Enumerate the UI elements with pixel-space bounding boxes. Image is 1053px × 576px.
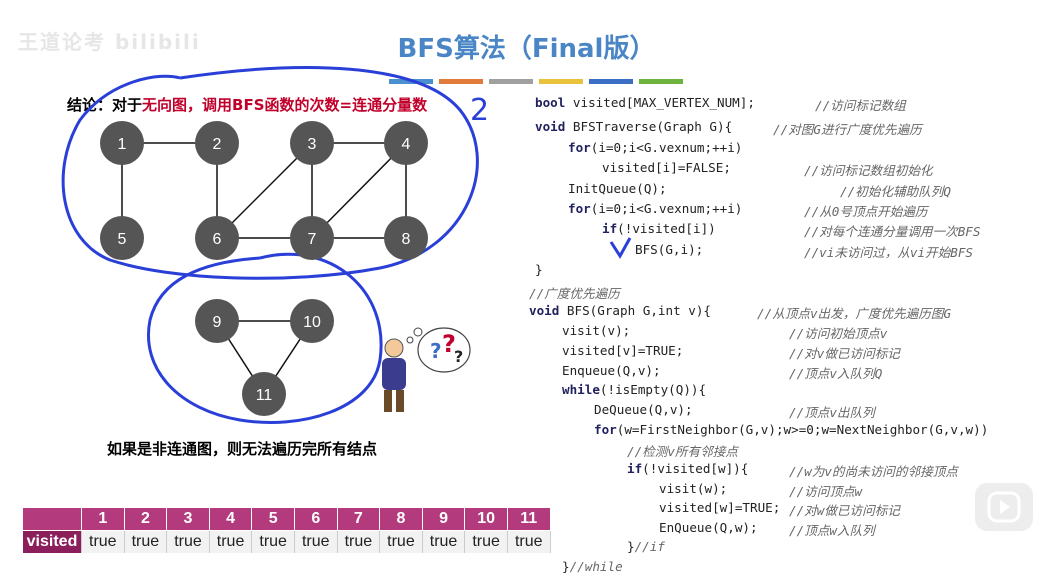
svg-text:4: 4	[402, 136, 411, 153]
table-index: 11	[506, 507, 551, 531]
code-line: visited[w]=TRUE;//对w做已访问标记	[659, 500, 900, 518]
conclusion-highlight: 无向图，调用BFS函数的次数=连通分量数	[142, 96, 428, 114]
code-line: //广度优先遍历	[529, 286, 620, 301]
code-line: while(!isEmpty(Q)){	[562, 382, 707, 397]
table-cell: true	[421, 530, 466, 554]
note-text: 如果是非连通图，则无法遍历完所有结点	[107, 440, 378, 458]
graph-node: 7	[290, 216, 334, 260]
table-index: 9	[421, 507, 466, 531]
code-line: EnQueue(Q,w);//顶点w入队列	[659, 520, 875, 538]
slide-title: BFS算法（Final版）	[397, 34, 656, 64]
color-swatch	[539, 79, 583, 84]
graph-node: 8	[384, 216, 428, 260]
connected-component-circle-1	[61, 66, 479, 280]
code-line: void BFSTraverse(Graph G){//对图G进行广度优先遍历	[535, 119, 922, 137]
svg-text:9: 9	[213, 314, 222, 331]
code-line: for(i=0;i<G.vexnum;++i)//从0号顶点开始遍历	[568, 201, 928, 219]
svg-text:?: ?	[430, 339, 442, 363]
visited-table: 1 2 3 4 5 6 7 8 9 10 11 visited true tru…	[22, 507, 551, 554]
table-cell: true	[81, 530, 125, 554]
table-cell: true	[208, 530, 253, 554]
code-line: //检测v所有邻接点	[627, 444, 738, 459]
color-swatch	[589, 79, 633, 84]
svg-text:5: 5	[118, 231, 127, 248]
svg-text:?: ?	[442, 330, 456, 358]
graph-edges	[121, 142, 407, 395]
code-line: InitQueue(Q);//初始化辅助队列Q	[568, 181, 951, 199]
table-index: 1	[81, 507, 125, 531]
graph-node: 5	[100, 216, 144, 260]
graph-node: 6	[195, 216, 239, 260]
table-index: 7	[336, 507, 381, 531]
table-index: 5	[251, 507, 295, 531]
table-cell: true	[166, 530, 210, 554]
code-line: BFS(G,i);//vi未访问过，从vi开始BFS	[635, 242, 973, 260]
code-line: visit(w);//访问顶点w	[659, 481, 863, 499]
table-header-row: 1 2 3 4 5 6 7 8 9 10 11	[22, 507, 551, 531]
code-line: void BFS(Graph G,int v){//从顶点v出发，广度优先遍历图…	[529, 303, 952, 321]
table-index: 6	[293, 507, 338, 531]
code-line: for(w=FirstNeighbor(G,v);w>=0;w=NextNeig…	[594, 422, 989, 437]
table-cell: true	[464, 530, 508, 554]
code-line: bool visited[MAX_VERTEX_NUM];//访问标记数组	[535, 95, 906, 113]
code-line: }	[535, 262, 543, 277]
handwritten-annotation: 2	[470, 93, 489, 128]
svg-text:3: 3	[308, 136, 317, 153]
table-row-label: visited	[22, 530, 82, 554]
conclusion-prefix: 结论：对于	[67, 96, 143, 114]
graph-node: 4	[384, 121, 428, 165]
table-cell: true	[123, 530, 168, 554]
play-icon	[987, 491, 1021, 523]
code-line: visit(v);//访问初始顶点v	[562, 323, 888, 341]
color-swatch	[439, 79, 483, 84]
code-line: }//if	[627, 539, 665, 554]
table-index: 10	[464, 507, 508, 531]
graph-node: 11	[242, 372, 286, 416]
code-line: if(!visited[i])//对每个连通分量调用一次BFS	[602, 221, 981, 239]
table-cell: true	[336, 530, 381, 554]
graph-node: 10	[290, 299, 334, 343]
table-cell: true	[293, 530, 338, 554]
watermark: 王道论考 bilibili	[18, 30, 201, 54]
graph-node: 2	[195, 121, 239, 165]
svg-text:11: 11	[256, 387, 273, 404]
play-button[interactable]	[975, 483, 1033, 531]
table-cell: true	[251, 530, 295, 554]
svg-text:8: 8	[402, 231, 411, 248]
table-index: 3	[166, 507, 210, 531]
table-corner	[22, 507, 82, 531]
table-index: 2	[123, 507, 168, 531]
svg-text:6: 6	[213, 231, 222, 248]
table-cell: true	[506, 530, 551, 554]
connected-component-circle-2	[147, 252, 383, 424]
code-line: if(!visited[w]){//w为v的尚未访问的邻接顶点	[627, 461, 958, 479]
table-index: 4	[208, 507, 253, 531]
color-swatch	[639, 79, 683, 84]
code-line: for(i=0;i<G.vexnum;++i)	[568, 140, 743, 155]
checkmark-icon	[609, 237, 632, 259]
graph-node: 3	[290, 121, 334, 165]
graph-node: 1	[100, 121, 144, 165]
code-line: Enqueue(Q,v);//顶点v入队列Q	[562, 363, 883, 381]
table-index: 8	[379, 507, 423, 531]
table-cell: true	[379, 530, 423, 554]
svg-text:?: ?	[454, 347, 463, 366]
code-line: DeQueue(Q,v);//顶点v出队列	[594, 402, 875, 420]
code-line: }//while	[562, 559, 623, 574]
graph-node: 9	[195, 299, 239, 343]
code-line: visited[i]=FALSE;//访问标记数组初始化	[602, 160, 933, 178]
confused-person-illustration: ? ? ?	[382, 327, 471, 412]
svg-text:10: 10	[303, 314, 321, 331]
svg-text:2: 2	[213, 136, 222, 153]
table-values-row: visited true true true true true true tr…	[22, 530, 551, 554]
svg-text:1: 1	[118, 136, 127, 153]
code-line: visited[v]=TRUE;//对v做已访问标记	[562, 343, 900, 361]
color-swatch	[489, 79, 533, 84]
conclusion-text: 结论：对于无向图，调用BFS函数的次数=连通分量数	[67, 94, 427, 115]
svg-text:7: 7	[308, 231, 317, 248]
